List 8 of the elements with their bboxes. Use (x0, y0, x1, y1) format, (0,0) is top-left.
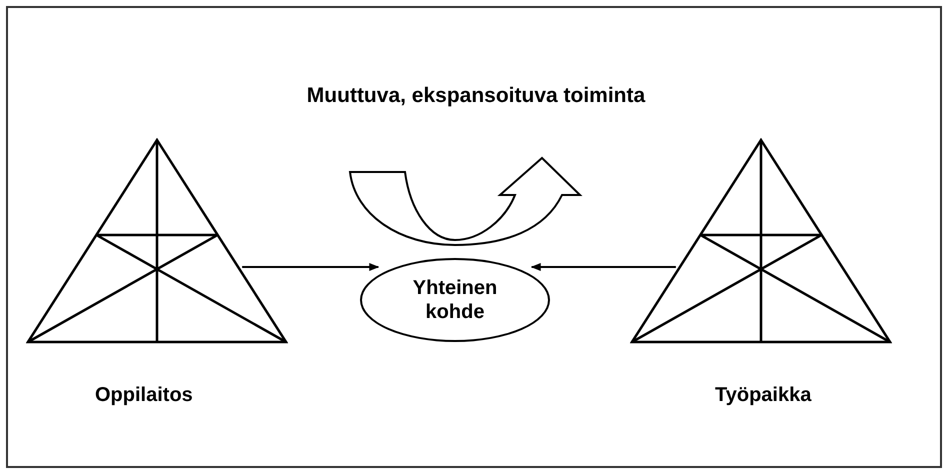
title: Muuttuva, ekspansoituva toiminta (306, 84, 646, 108)
node-label: Yhteinen kohde (412, 276, 498, 324)
activity-triangle (26, 138, 288, 344)
arrow (530, 263, 676, 271)
node-label: Oppilaitos (95, 384, 193, 407)
activity-triangle (630, 138, 892, 344)
arrow (242, 263, 380, 271)
node-label: Työpaikka (715, 384, 812, 407)
